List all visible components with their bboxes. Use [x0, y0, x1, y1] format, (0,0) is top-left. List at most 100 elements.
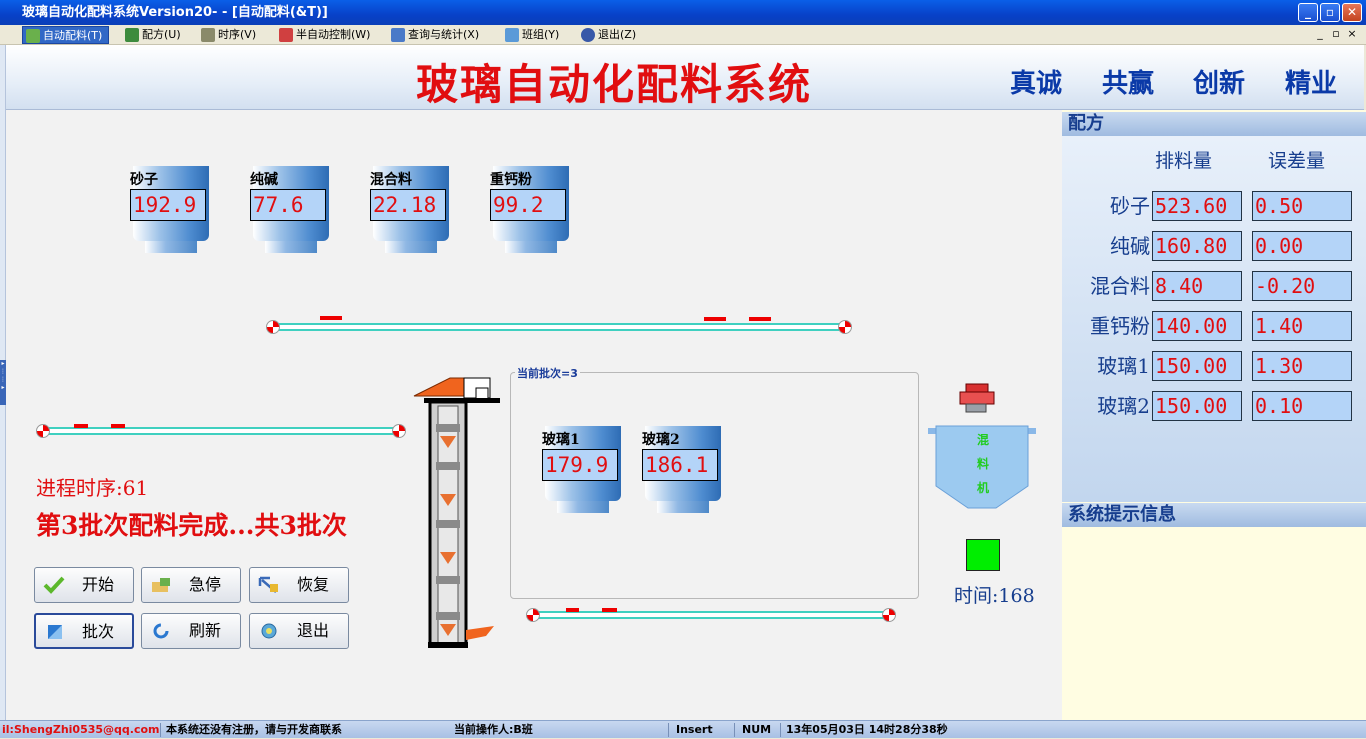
material-marker — [704, 317, 726, 321]
menu-timing[interactable]: 时序(V) — [198, 26, 262, 44]
header-banner: 玻璃自动化配料系统 真诚 共赢 创新 精业 — [6, 45, 1364, 110]
maximize-button[interactable]: ▫ — [1320, 3, 1340, 22]
conveyor-top — [266, 320, 852, 334]
exit-orb-icon — [261, 623, 277, 639]
menu-auto-batch[interactable]: 自动配料(T) — [22, 26, 110, 44]
menu-semi-auto[interactable]: 半自动控制(W) — [276, 26, 376, 44]
recipe-discharge-value: 150.00 — [1152, 391, 1242, 421]
mdi-close-button[interactable]: × — [1347, 27, 1357, 40]
slogan-2: 共赢 — [1102, 69, 1155, 99]
silo-glass-2: 玻璃2 186.1 — [642, 426, 721, 514]
recipe-error-value: 1.30 — [1252, 351, 1352, 381]
silo-label: 重钙粉 — [490, 172, 532, 188]
current-batch-label: 当前批次=3 — [515, 365, 580, 381]
system-info-box — [1062, 527, 1366, 720]
slogan-4: 精业 — [1285, 69, 1338, 99]
silo-value: 22.18 — [370, 189, 446, 221]
recipe-row-label: 混合料 — [1090, 274, 1150, 298]
app-title: 玻璃自动化配料系统 — [416, 60, 813, 109]
silo-label: 玻璃1 — [542, 432, 580, 448]
batch-groupbox — [510, 372, 919, 599]
material-marker — [602, 608, 617, 612]
mixer-label: 混料机 — [976, 433, 989, 495]
refresh-icon — [153, 623, 169, 639]
recipe-error-value: -0.20 — [1252, 271, 1352, 301]
minimize-button[interactable]: _ — [1298, 3, 1318, 22]
silo-value: 99.2 — [490, 189, 566, 221]
menu-recipe[interactable]: 配方(U) — [122, 26, 187, 44]
silo-value: 192.9 — [130, 189, 206, 221]
auto-batch-icon — [26, 29, 40, 43]
emergency-stop-button[interactable]: 急停 — [141, 567, 241, 603]
window-titlebar: 玻璃自动化配料系统Version20- - [自动配料(&T)] _ ▫ ✕ — [0, 0, 1366, 25]
material-marker — [111, 424, 125, 428]
exit-button[interactable]: 退出 — [249, 613, 349, 649]
recipe-panel-title: 配方 — [1062, 112, 1366, 136]
silo-mixture: 混合料 22.18 — [370, 166, 449, 254]
query-icon — [391, 28, 405, 42]
left-dock-tab[interactable]: ▸⋮⋮▸ — [0, 360, 6, 405]
silo-label: 玻璃2 — [642, 432, 680, 448]
menu-query[interactable]: 查询与统计(X) — [388, 26, 485, 44]
recipe-discharge-value: 150.00 — [1152, 351, 1242, 381]
bucket-elevator — [413, 377, 500, 648]
hand-stop-icon — [152, 578, 170, 592]
close-button[interactable]: ✕ — [1342, 3, 1362, 22]
conveyor-left — [36, 424, 406, 438]
material-marker — [74, 424, 88, 428]
recipe-error-value: 0.00 — [1252, 231, 1352, 261]
batch-button[interactable]: 批次 — [34, 613, 134, 649]
status-operator: 当前操作人:B班 — [454, 723, 533, 736]
team-icon — [505, 28, 519, 42]
recipe-discharge-value: 140.00 — [1152, 311, 1242, 341]
menu-exit[interactable]: 退出(Z) — [578, 26, 642, 44]
recipe-row-label: 重钙粉 — [1090, 314, 1150, 338]
recipe-error-value: 0.50 — [1252, 191, 1352, 221]
silo-value: 179.9 — [542, 449, 618, 481]
recipe-icon — [125, 28, 139, 42]
checkmark-icon — [43, 576, 65, 594]
start-button[interactable]: 开始 — [34, 567, 134, 603]
error-column-header: 误差量 — [1268, 150, 1326, 172]
timing-icon — [201, 28, 215, 42]
refresh-button[interactable]: 刷新 — [141, 613, 241, 649]
silo-calcium: 重钙粉 99.2 — [490, 166, 569, 254]
status-bar: il:ShengZhi0535@qq.com 本系统还没有注册，请与开发商联系 … — [0, 720, 1366, 738]
mdi-controls: _ ▫ × — [1312, 27, 1360, 40]
process-timing: 进程时序:61 — [36, 476, 149, 500]
recipe-row-label: 纯碱 — [1110, 234, 1150, 258]
mixer-machine — [928, 383, 1036, 509]
system-info-title: 系统提示信息 — [1062, 503, 1366, 527]
mixer-time: 时间:168 — [954, 585, 1035, 607]
menu-team[interactable]: 班组(Y) — [502, 26, 565, 44]
material-marker — [320, 316, 342, 320]
semi-auto-icon — [279, 28, 293, 42]
recipe-discharge-value: 160.80 — [1152, 231, 1242, 261]
recipe-row-label: 玻璃2 — [1097, 394, 1150, 418]
silo-soda: 纯碱 77.6 — [250, 166, 329, 254]
recipe-discharge-value: 523.60 — [1152, 191, 1242, 221]
conveyor-bottom — [526, 608, 896, 622]
mdi-restore-button[interactable]: ▫ — [1332, 27, 1340, 40]
mixer-status-indicator — [966, 539, 1000, 571]
material-marker — [566, 608, 579, 612]
status-email: il:ShengZhi0535@qq.com — [2, 723, 160, 736]
silo-value: 186.1 — [642, 449, 718, 481]
silo-label: 混合料 — [370, 172, 412, 188]
status-num: NUM — [742, 723, 772, 736]
mdi-minimize-button[interactable]: _ — [1317, 27, 1323, 40]
recipe-error-value: 0.10 — [1252, 391, 1352, 421]
status-insert: Insert — [676, 723, 713, 736]
silo-glass-1: 玻璃1 179.9 — [542, 426, 621, 514]
resume-button[interactable]: 恢复 — [249, 567, 349, 603]
resume-arrows-icon — [258, 576, 278, 593]
batch-icon — [48, 625, 62, 639]
window-title: 玻璃自动化配料系统Version20- - [自动配料(&T)] — [22, 5, 328, 20]
silo-label: 纯碱 — [250, 172, 278, 188]
status-registration: 本系统还没有注册，请与开发商联系 — [166, 723, 342, 736]
recipe-discharge-value: 8.40 — [1152, 271, 1242, 301]
menu-bar: 自动配料(T) 配方(U) 时序(V) 半自动控制(W) 查询与统计(X) 班组… — [0, 25, 1366, 45]
discharge-column-header: 排料量 — [1155, 150, 1213, 172]
silo-value: 77.6 — [250, 189, 326, 221]
status-datetime: 13年05月03日 14时28分38秒 — [786, 723, 948, 736]
